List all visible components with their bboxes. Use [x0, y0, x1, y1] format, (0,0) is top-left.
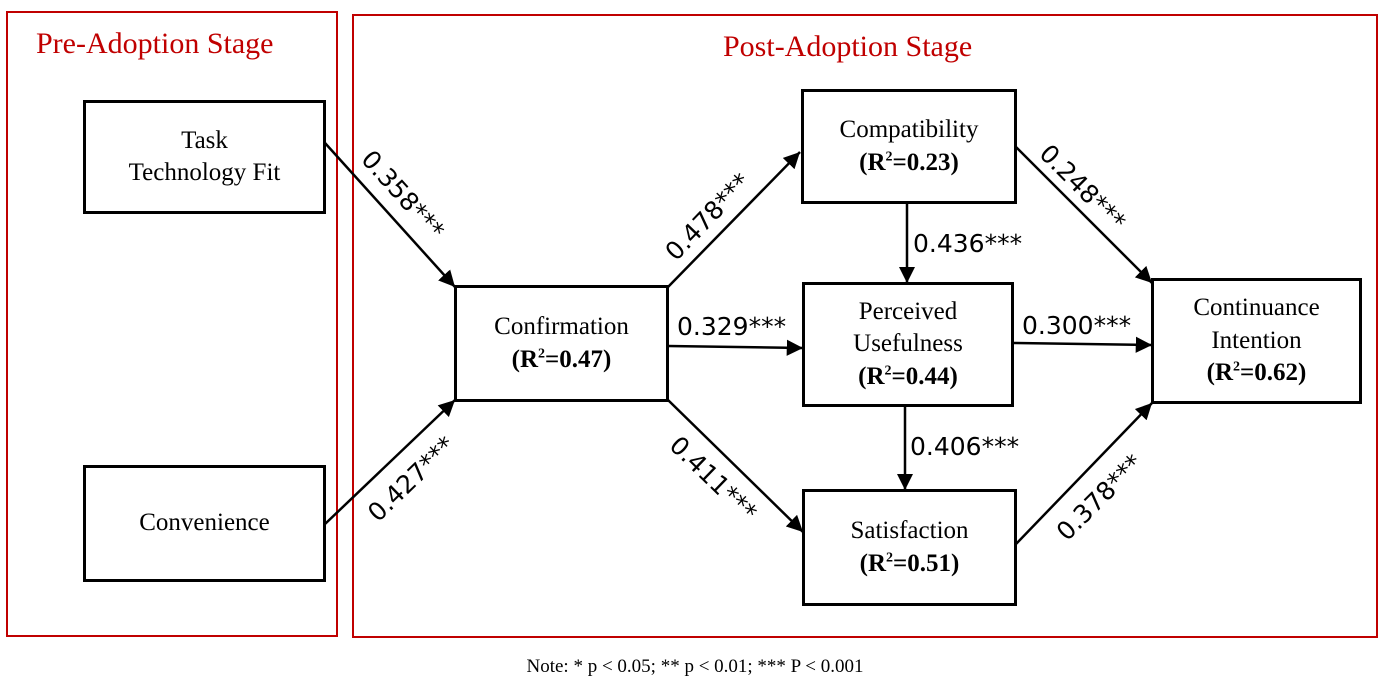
coef-usefulness-satisfaction: 0.406*** [910, 432, 1019, 461]
node-confirmation-label: Confirmation [494, 313, 629, 340]
node-convenience: Convenience [83, 465, 326, 582]
node-satisfaction-label: Satisfaction [850, 517, 969, 544]
arrow-confirmation-usefulness [667, 339, 804, 356]
node-task-technology-fit: Task Technology Fit [83, 100, 326, 214]
coef-usefulness-continuance: 0.300*** [1022, 311, 1131, 340]
post-adoption-stage-title: Post-Adoption Stage [723, 30, 973, 63]
node-continuance-line1: Continuance [1193, 294, 1320, 322]
node-satisfaction-r2: (R2=0.51) [859, 549, 960, 577]
node-confirmation: Confirmation (R2=0.47) [454, 285, 669, 402]
node-ttf-line2: Technology Fit [128, 159, 281, 186]
coef-compatibility-continuance: 0.248*** [1034, 139, 1132, 237]
arrow-confirmation-satisfaction [667, 399, 804, 533]
coef-satisfaction-continuance: 0.378*** [1051, 449, 1149, 547]
node-compatibility: Compatibility (R2=0.23) [801, 89, 1017, 204]
node-perceived-usefulness: Perceived Usefulness (R2=0.44) [802, 282, 1014, 407]
arrow-confirmation-compatibility [667, 151, 801, 288]
node-usefulness-line1: Perceived [858, 297, 958, 325]
node-compatibility-r2: (R2=0.23) [859, 148, 959, 176]
pre-adoption-stage-title: Pre-Adoption Stage [36, 27, 274, 60]
arrow-usefulness-continuance [1012, 336, 1153, 353]
node-continuance-intention: Continuance Intention (R2=0.62) [1151, 278, 1362, 404]
arrow-convenience-confirmation [324, 399, 456, 525]
post-adoption-stage-frame [352, 14, 1378, 638]
node-usefulness-r2: (R2=0.44) [858, 362, 958, 390]
node-compatibility-label: Compatibility [839, 116, 979, 143]
coef-compatibility-usefulness: 0.436*** [913, 229, 1022, 258]
coef-confirmation-usefulness: 0.329*** [677, 312, 786, 341]
node-convenience-label: Convenience [139, 509, 270, 537]
coef-confirmation-compatibility: 0.478*** [659, 168, 756, 267]
node-satisfaction: Satisfaction (R2=0.51) [802, 489, 1017, 606]
coef-convenience-confirmation: 0.427*** [362, 431, 461, 528]
arrow-compatibility-continuance [1015, 146, 1153, 284]
pre-adoption-stage-frame [6, 11, 338, 637]
node-continuance-r2: (R2=0.62) [1206, 359, 1307, 387]
arrow-ttf-confirmation [324, 142, 456, 288]
node-usefulness-line2: Usefulness [853, 330, 963, 358]
node-confirmation-r2: (R2=0.47) [511, 345, 612, 373]
significance-note: Note: * p < 0.05; ** p < 0.01; *** P < 0… [526, 656, 864, 677]
arrow-satisfaction-continuance [1015, 402, 1153, 545]
node-continuance-line2: Intention [1211, 326, 1302, 354]
node-ttf-line1: Task [181, 126, 228, 154]
